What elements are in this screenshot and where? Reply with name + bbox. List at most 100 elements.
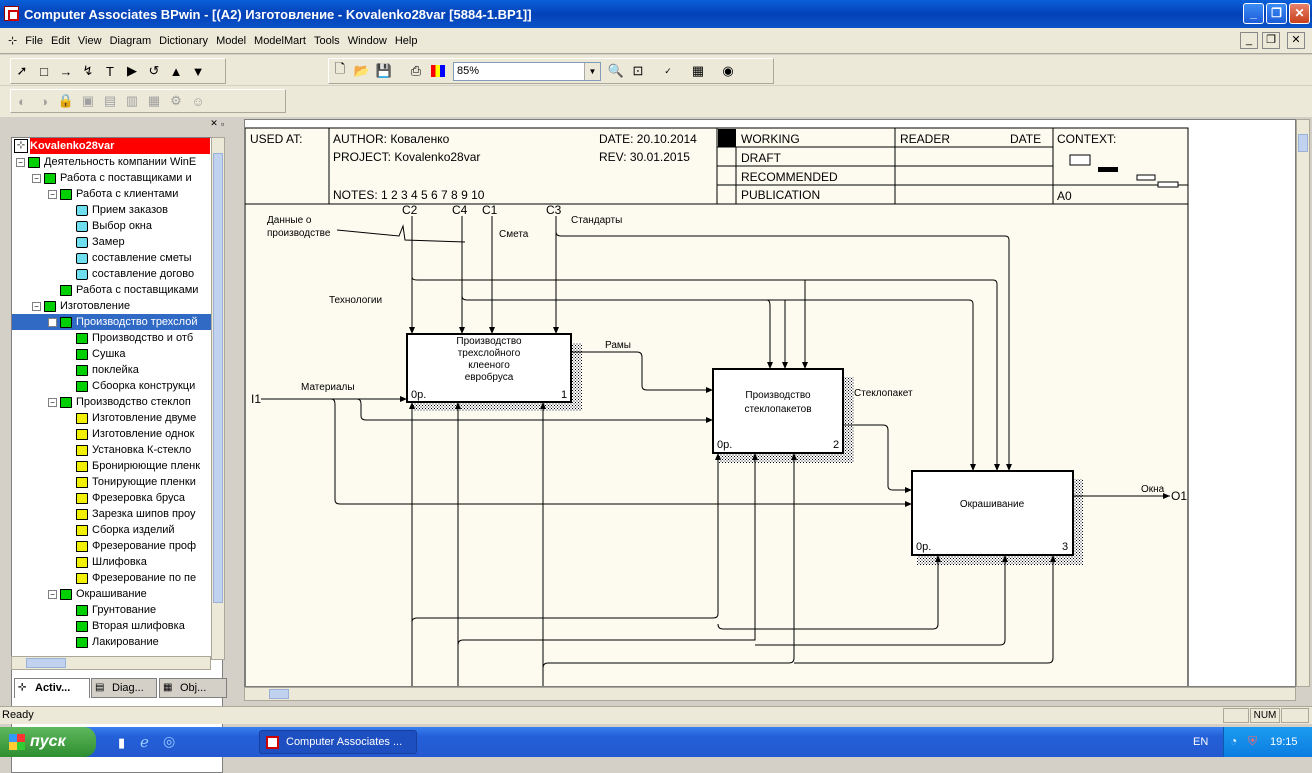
mdi-restore-button[interactable]: ❐ xyxy=(1262,32,1280,49)
save-icon[interactable]: 💾 xyxy=(375,63,393,78)
tree-item[interactable]: Фрезерование проф xyxy=(64,538,196,554)
tree-item[interactable]: −Деятельность компании WinE xyxy=(16,154,196,170)
tree-item[interactable]: составление догово xyxy=(64,266,194,282)
media-icon[interactable]: ◎ xyxy=(163,733,176,749)
go-parent-icon[interactable]: ▲ xyxy=(169,63,183,79)
minimize-button[interactable]: _ xyxy=(1243,3,1264,24)
collapse-icon[interactable]: − xyxy=(16,157,25,167)
mdi-minimize-button[interactable]: _ xyxy=(1240,32,1258,49)
lock-icon[interactable]: 🔒 xyxy=(57,93,75,108)
panel-pin-icon[interactable]: ▫ xyxy=(221,119,225,129)
collapse-icon[interactable]: − xyxy=(48,317,57,327)
collapse-icon[interactable]: − xyxy=(32,301,41,311)
activity-box-1[interactable] xyxy=(406,333,572,403)
menu-model[interactable]: Model xyxy=(216,34,247,47)
menu-dictionary[interactable]: Dictionary xyxy=(159,34,209,47)
tree-item[interactable]: Производство и отб xyxy=(64,330,193,346)
start-button[interactable]: пуск xyxy=(0,727,96,757)
restore-button[interactable]: ❐ xyxy=(1266,3,1287,24)
tree-item[interactable]: Грунтование xyxy=(64,602,156,618)
zoom-fit-icon[interactable]: ⊡ xyxy=(632,63,644,78)
tree-item[interactable]: −Работа с клиентами xyxy=(48,186,178,202)
panel-close-icon[interactable]: ✕ xyxy=(210,118,218,128)
squiggle-tool-icon[interactable]: ↯ xyxy=(82,63,94,78)
undo-icon[interactable]: ↺ xyxy=(148,63,160,78)
diagram-canvas[interactable]: USED AT: AUTHOR: Коваленко PROJECT: Kova… xyxy=(244,119,1296,687)
box-tool-icon[interactable]: □ xyxy=(40,63,48,79)
menu-window[interactable]: Window xyxy=(347,34,387,47)
close-button[interactable]: ✕ xyxy=(1289,3,1310,24)
mm-merge-icon[interactable]: ▥ xyxy=(125,93,139,108)
collapse-icon[interactable]: − xyxy=(32,173,41,183)
show-desktop-icon[interactable]: ▮ xyxy=(118,735,126,750)
tree-item[interactable]: Бронирюющие пленк xyxy=(64,458,200,474)
arrow-tool-icon[interactable]: → xyxy=(59,63,73,79)
document-icon[interactable]: ⊹ xyxy=(8,35,18,47)
menu-file[interactable]: File xyxy=(25,34,43,47)
ie-icon[interactable]: ℯ xyxy=(140,734,149,751)
print-icon[interactable]: ⎙ xyxy=(410,63,422,78)
tree-item[interactable]: Изготовление двуме xyxy=(64,410,196,426)
modelmart-icon[interactable]: ◉ xyxy=(722,63,734,78)
tree-item[interactable]: Работа с поставщиками xyxy=(48,282,198,298)
tree-item[interactable]: Сборка изделий xyxy=(64,522,175,538)
tree-item[interactable]: Прием заказов xyxy=(64,202,168,218)
mm-connect-icon[interactable]: ◐ xyxy=(18,93,26,109)
tab-objects[interactable]: ▦Obj... xyxy=(159,678,227,698)
menu-help[interactable]: Help xyxy=(394,34,418,47)
color-palette-icon[interactable] xyxy=(427,60,449,82)
tree-item[interactable]: составление сметы xyxy=(64,250,192,266)
text-tool-icon[interactable]: T xyxy=(106,63,114,79)
menu-tools[interactable]: Tools xyxy=(314,34,340,47)
tree-item[interactable]: Вторая шлифовка xyxy=(64,618,185,634)
language-indicator[interactable]: EN xyxy=(1193,736,1209,748)
volume-icon[interactable]: ◔ xyxy=(1230,734,1238,748)
pointer-tool-icon[interactable]: ➚ xyxy=(16,63,28,78)
tree-item[interactable]: Зарезка шипов проу xyxy=(64,506,196,522)
collapse-icon[interactable]: − xyxy=(48,189,57,199)
open-folder-icon[interactable]: 📂 xyxy=(353,63,371,78)
tree-item[interactable]: −Производство трехслой xyxy=(12,314,222,330)
tree-item[interactable]: Тонирующие пленки xyxy=(64,474,196,490)
mm-security-icon[interactable]: ⚙ xyxy=(170,93,182,108)
new-file-icon[interactable]: 🗋 xyxy=(334,61,346,76)
menu-modelmart[interactable]: ModelMart xyxy=(254,34,306,47)
tab-diagram[interactable]: ▤Diag... xyxy=(91,678,157,698)
zoom-select[interactable]: 85%▼ xyxy=(453,61,601,81)
tree-item[interactable]: Сушка xyxy=(64,346,125,362)
mm-library-icon[interactable]: ▦ xyxy=(147,93,161,108)
tree-root[interactable]: Kovalenko28var xyxy=(30,138,210,154)
tree-item[interactable]: Изготовление однок xyxy=(64,426,194,442)
collapse-icon[interactable]: − xyxy=(48,397,57,407)
menu-diagram[interactable]: Diagram xyxy=(109,34,152,47)
canvas-horizontal-scrollbar[interactable] xyxy=(244,687,1296,701)
mm-users-icon[interactable]: ☺ xyxy=(191,93,205,109)
tab-activity[interactable]: ⊹Activ... xyxy=(14,678,90,698)
spellcheck-icon[interactable]: ✓ xyxy=(664,65,672,76)
security-icon[interactable]: ⛨ xyxy=(1248,734,1258,748)
tree-item[interactable]: поклейка xyxy=(64,362,139,378)
tree-item[interactable]: Фрезерование по пе xyxy=(64,570,196,586)
mdi-close-button[interactable]: ✕ xyxy=(1287,32,1305,49)
chevron-down-icon[interactable]: ▼ xyxy=(584,62,600,80)
tree-item[interactable]: −Окрашивание xyxy=(48,586,147,602)
tree-horizontal-scrollbar[interactable] xyxy=(11,656,211,670)
menu-edit[interactable]: Edit xyxy=(50,34,70,47)
tree-item[interactable]: Установка К-стекло xyxy=(64,442,191,458)
go-down-icon[interactable]: ▼ xyxy=(191,63,205,79)
mm-open-icon[interactable]: ▣ xyxy=(81,93,95,108)
model-explorer-icon[interactable]: ▦ xyxy=(691,63,705,78)
clock[interactable]: 19:15 xyxy=(1270,736,1298,748)
go-child-icon[interactable]: ▶ xyxy=(127,63,137,78)
collapse-icon[interactable]: − xyxy=(48,589,57,599)
tree-vertical-scrollbar[interactable] xyxy=(211,137,225,660)
tree-item[interactable]: −Производство стеклоп xyxy=(48,394,191,410)
tree-item[interactable]: Сбоорка конструкци xyxy=(64,378,195,394)
tree-item[interactable]: Фрезеровка бруса xyxy=(64,490,185,506)
activity-box-2[interactable] xyxy=(712,368,844,454)
taskbar-item-bpwin[interactable]: Computer Associates ... xyxy=(259,730,417,754)
tree-item[interactable]: Шлифовка xyxy=(64,554,147,570)
mm-disconnect-icon[interactable]: ◑ xyxy=(40,93,48,109)
tree-item[interactable]: Замер xyxy=(64,234,125,250)
tree-item[interactable]: −Изготовление xyxy=(32,298,130,314)
